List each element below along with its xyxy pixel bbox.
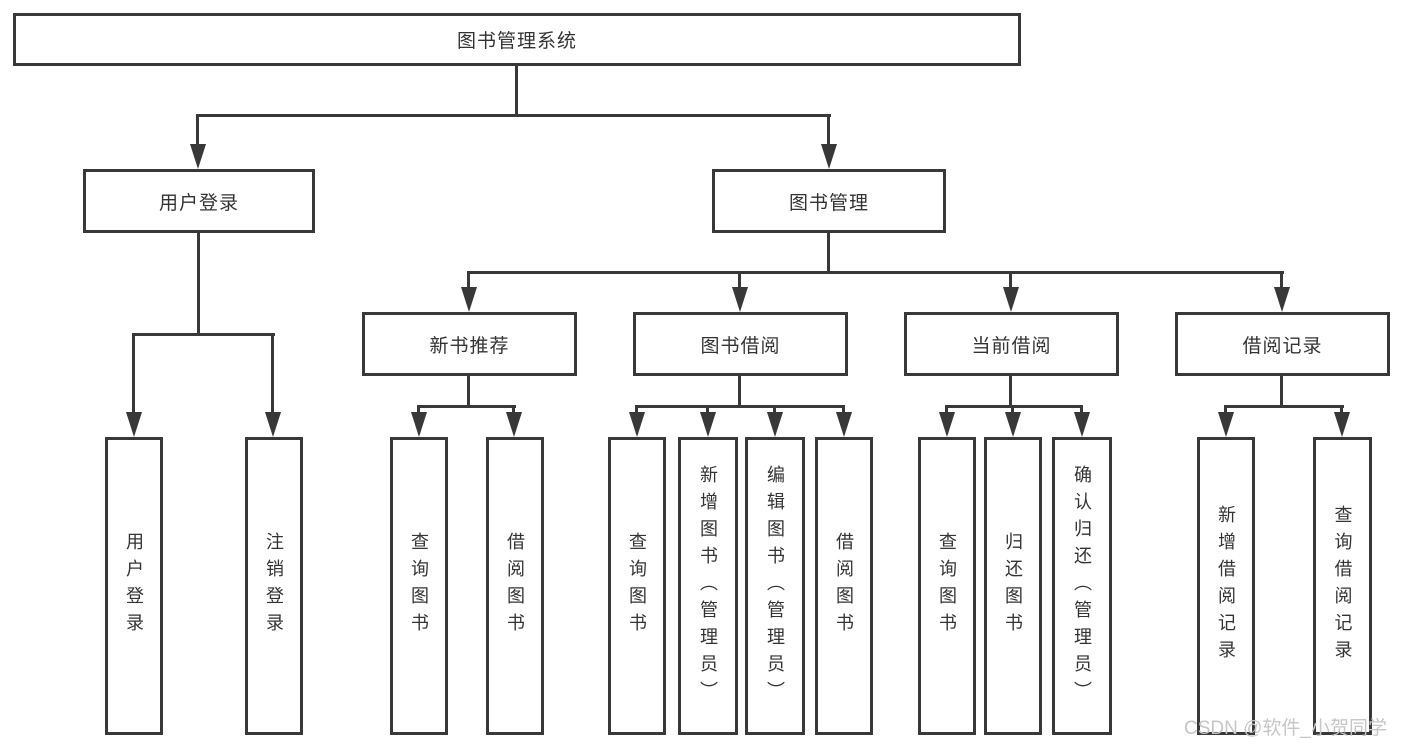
arrow-book-mgmt: [821, 144, 837, 169]
leaf-add-books-admin: 新增图书（管理员）: [678, 437, 738, 735]
leaf-logout: 注销登录: [245, 437, 303, 735]
connector-br-add-drop: [1224, 407, 1227, 414]
arrow-nbr-borrow: [506, 412, 522, 437]
arrow-leaf-login: [126, 412, 142, 437]
node-label: 当前借阅: [971, 335, 1052, 357]
arrow-bb-query: [629, 412, 645, 437]
connector-bb-query-drop: [635, 407, 638, 414]
arrow-nbr-query: [411, 412, 427, 437]
arrow-new-book-recommend: [461, 287, 477, 312]
node-label: 查询图书: [409, 532, 429, 640]
connector-bb-hline: [635, 405, 845, 408]
connector-book-mgmt-drop: [827, 116, 830, 144]
node-library-system: 图书管理系统: [13, 13, 1021, 66]
node-label: 确认归还（管理员）: [1072, 464, 1092, 708]
connector-cb-return-drop: [1011, 407, 1014, 414]
node-borrowing-records: 借阅记录: [1175, 312, 1390, 376]
connector-borrow-records-drop: [1280, 273, 1283, 289]
connector-bb-add-drop: [706, 407, 709, 414]
node-label: 归还图书: [1003, 532, 1023, 640]
node-new-book-recommend: 新书推荐: [362, 312, 577, 376]
node-label: 用户登录: [158, 192, 239, 214]
connector-leaf-logout-drop: [271, 335, 274, 412]
node-book-management: 图书管理: [712, 169, 946, 233]
arrow-borrowing-records: [1274, 287, 1290, 312]
node-label: 新书推荐: [429, 335, 510, 357]
connector-br-query-drop: [1340, 407, 1343, 414]
node-label: 借阅图书: [505, 532, 525, 640]
arrow-book-borrowing: [732, 287, 748, 312]
arrow-bb-add: [700, 412, 716, 437]
node-label: 图书管理: [788, 192, 869, 214]
leaf-return-books: 归还图书: [984, 437, 1042, 735]
connector-br-stem: [1280, 376, 1283, 407]
connector-level2-hline: [196, 114, 831, 117]
node-label: 查询借阅记录: [1332, 505, 1353, 667]
connector-nbr-stem: [467, 376, 470, 407]
arrow-leaf-logout: [265, 412, 281, 437]
connector-book-mgmt-stem: [827, 233, 830, 273]
arrow-bb-borrow: [836, 412, 852, 437]
leaf-query-books-current: 查询图书: [918, 437, 976, 735]
node-label: 用户登录: [124, 532, 144, 640]
node-label: 编辑图书（管理员）: [765, 464, 785, 708]
leaf-add-borrow-record: 新增借阅记录: [1197, 437, 1255, 735]
arrow-br-add: [1218, 412, 1234, 437]
connector-current-borrow-drop: [1009, 273, 1012, 289]
arrow-bb-edit: [767, 412, 783, 437]
arrow-cb-confirm: [1074, 412, 1090, 437]
connector-br-hline: [1224, 405, 1344, 408]
arrow-cb-query: [939, 412, 955, 437]
leaf-query-borrow-record: 查询借阅记录: [1313, 437, 1372, 735]
arrow-cb-return: [1005, 412, 1021, 437]
arrow-br-query: [1334, 412, 1350, 437]
node-label: 查询图书: [937, 532, 957, 640]
node-label: 新增借阅记录: [1216, 505, 1236, 667]
connector-nbr-hline: [417, 405, 516, 408]
connector-root-stem: [515, 66, 518, 116]
connector-bb-edit-drop: [773, 407, 776, 414]
leaf-confirm-return-admin: 确认归还（管理员）: [1052, 437, 1112, 735]
leaf-user-login: 用户登录: [105, 437, 163, 735]
node-book-borrowing: 图书借阅: [633, 312, 848, 376]
connector-user-login-drop: [196, 116, 199, 144]
arrow-current-borrowing: [1003, 287, 1019, 312]
leaf-borrow-books-borrowing: 借阅图书: [815, 437, 873, 735]
connector-level3-hline: [467, 271, 1284, 274]
connector-cb-stem: [1009, 376, 1012, 407]
connector-leaf-login-drop: [132, 335, 135, 412]
connector-cb-confirm-drop: [1080, 407, 1083, 414]
connector-user-login-hline: [132, 333, 275, 336]
connector-bb-stem: [738, 376, 741, 407]
connector-cb-hline: [945, 405, 1083, 408]
node-current-borrowing: 当前借阅: [904, 312, 1119, 376]
node-label: 借阅记录: [1242, 335, 1323, 357]
node-user-login: 用户登录: [83, 169, 315, 233]
leaf-query-books-recommend: 查询图书: [390, 437, 448, 735]
connector-nbr-query-drop: [417, 407, 420, 414]
node-label: 图书管理系统: [456, 31, 577, 52]
leaf-query-books-borrowing: 查询图书: [608, 437, 666, 735]
connector-new-book-drop: [467, 273, 470, 289]
node-label: 查询图书: [627, 532, 647, 640]
connector-nbr-borrow-drop: [512, 407, 515, 414]
arrow-user-login: [190, 144, 206, 169]
connector-book-borrow-drop: [738, 273, 741, 289]
node-label: 借阅图书: [834, 532, 854, 640]
connector-user-login-stem: [197, 233, 200, 335]
csdn-watermark: CSDN @软件_小贺同学: [1184, 718, 1387, 739]
node-label: 注销登录: [264, 532, 284, 640]
leaf-edit-books-admin: 编辑图书（管理员）: [745, 437, 805, 735]
connector-cb-query-drop: [945, 407, 948, 414]
node-label: 新增图书（管理员）: [698, 464, 718, 708]
leaf-borrow-books-recommend: 借阅图书: [486, 437, 544, 735]
node-label: 图书借阅: [700, 335, 781, 357]
connector-bb-borrow-drop: [842, 407, 845, 414]
